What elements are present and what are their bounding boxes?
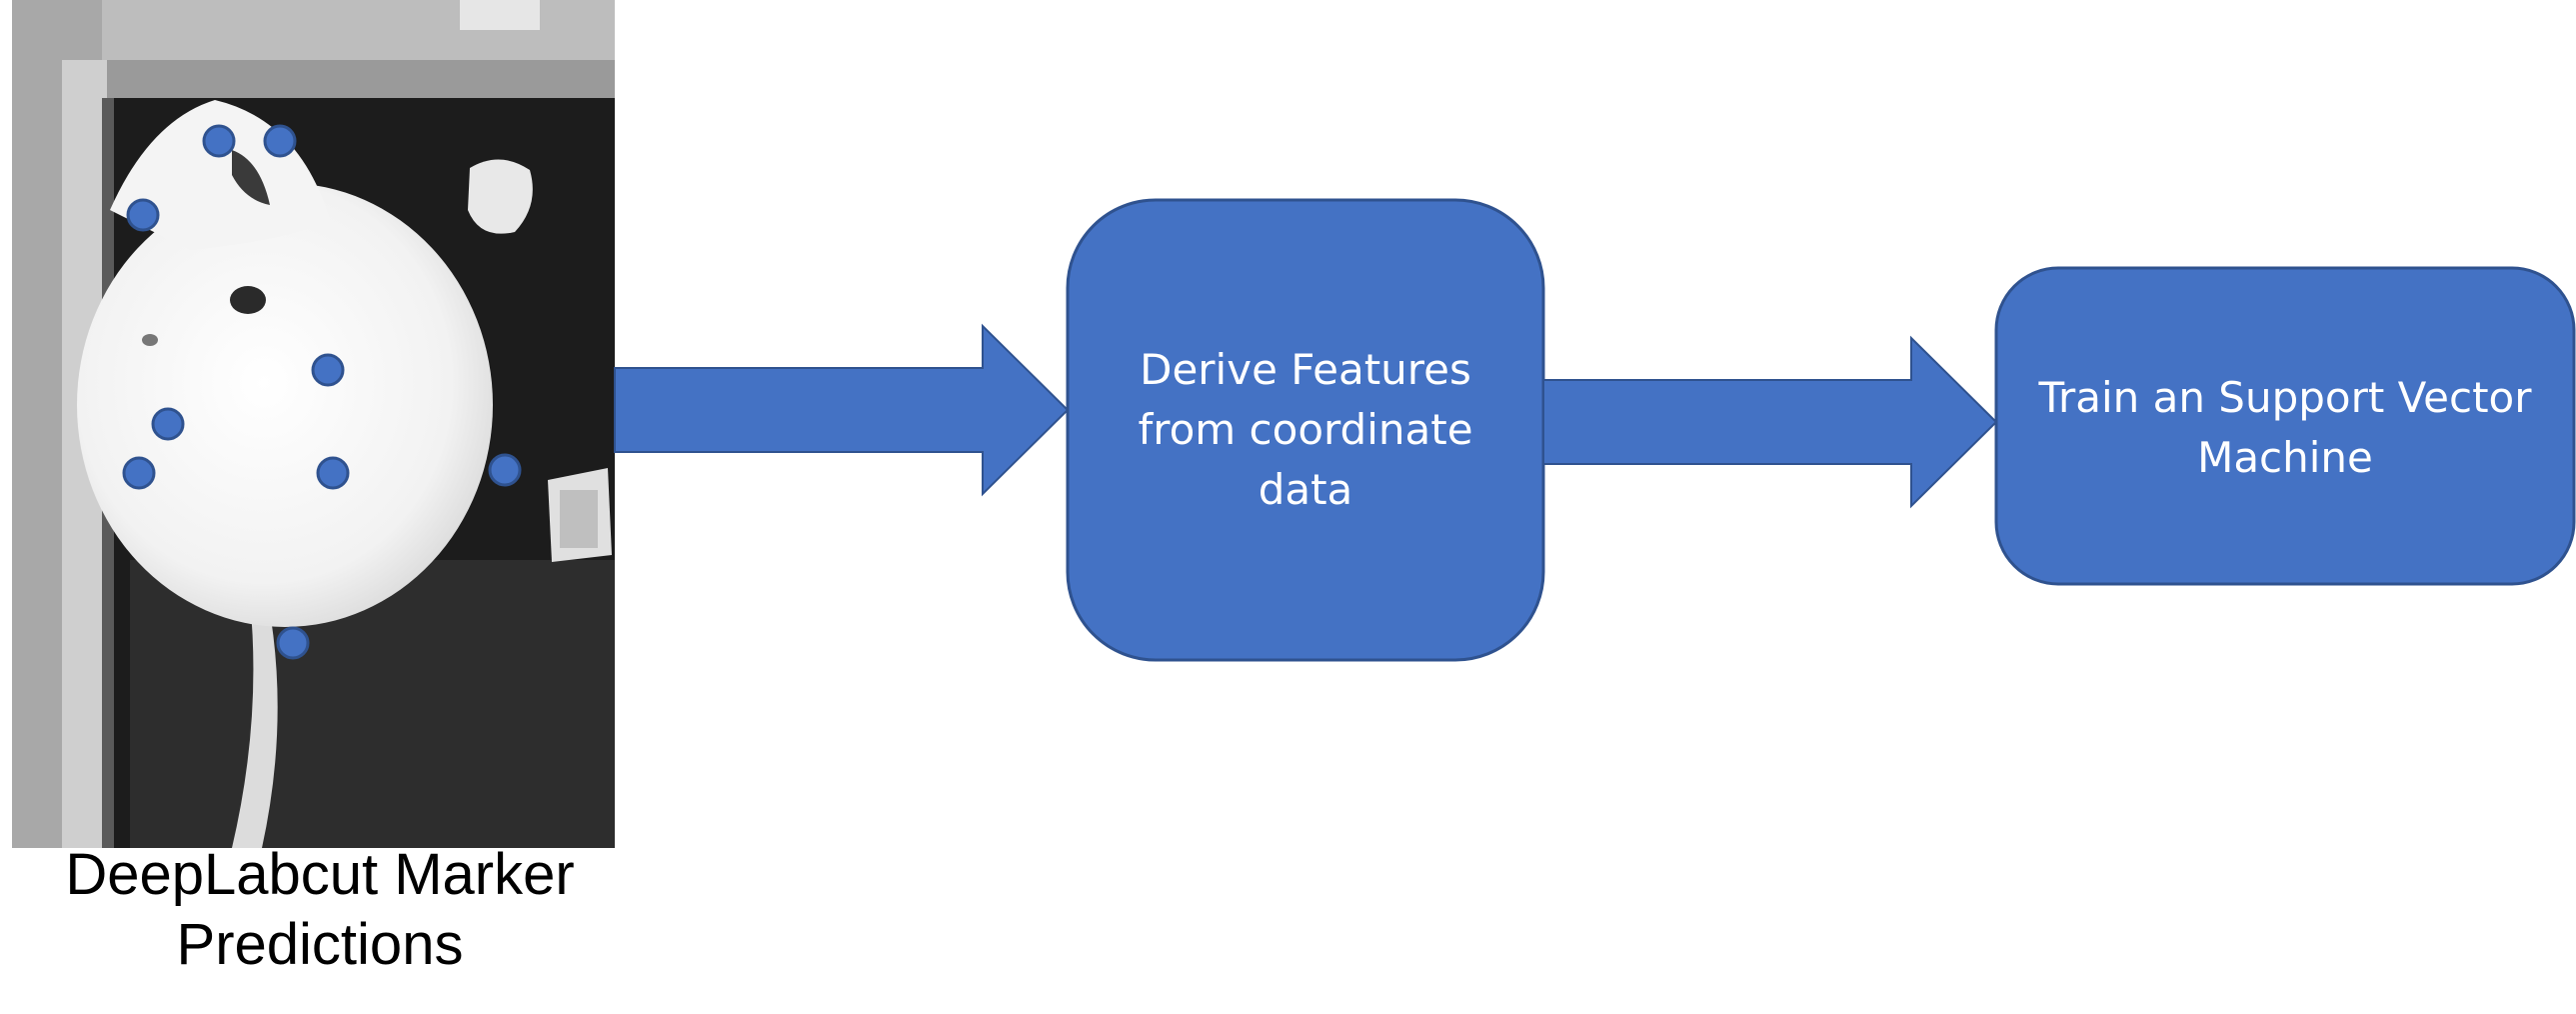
box1-line-2: from coordinate [1138, 405, 1473, 454]
marker-dot [151, 407, 185, 441]
arrow-1 [614, 323, 1070, 497]
derive-features-label: Derive Features from coordinate data [1068, 340, 1543, 520]
box2-line-1: Train an Support Vector [2038, 373, 2532, 422]
marker-dot [276, 626, 310, 660]
arrow-2 [1542, 335, 1998, 509]
caption-line-1: DeepLabcut Marker [65, 842, 575, 907]
marker-dot [122, 456, 156, 490]
marker-dot [311, 353, 345, 387]
photo-caption: DeepLabcut Marker Predictions [0, 840, 640, 980]
rat-photo [12, 0, 615, 848]
box2-line-2: Machine [2197, 433, 2373, 482]
marker-dots [122, 124, 522, 660]
marker-dot [263, 124, 297, 158]
train-svm-label: Train an Support Vector Machine [1996, 368, 2574, 488]
box1-line-3: data [1258, 465, 1353, 514]
marker-dot [316, 456, 350, 490]
caption-line-2: Predictions [176, 912, 464, 977]
marker-dot [488, 453, 522, 487]
box1-line-1: Derive Features [1140, 345, 1471, 394]
marker-dot [126, 198, 160, 232]
train-svm-box [1994, 266, 2576, 586]
marker-dot [202, 124, 236, 158]
